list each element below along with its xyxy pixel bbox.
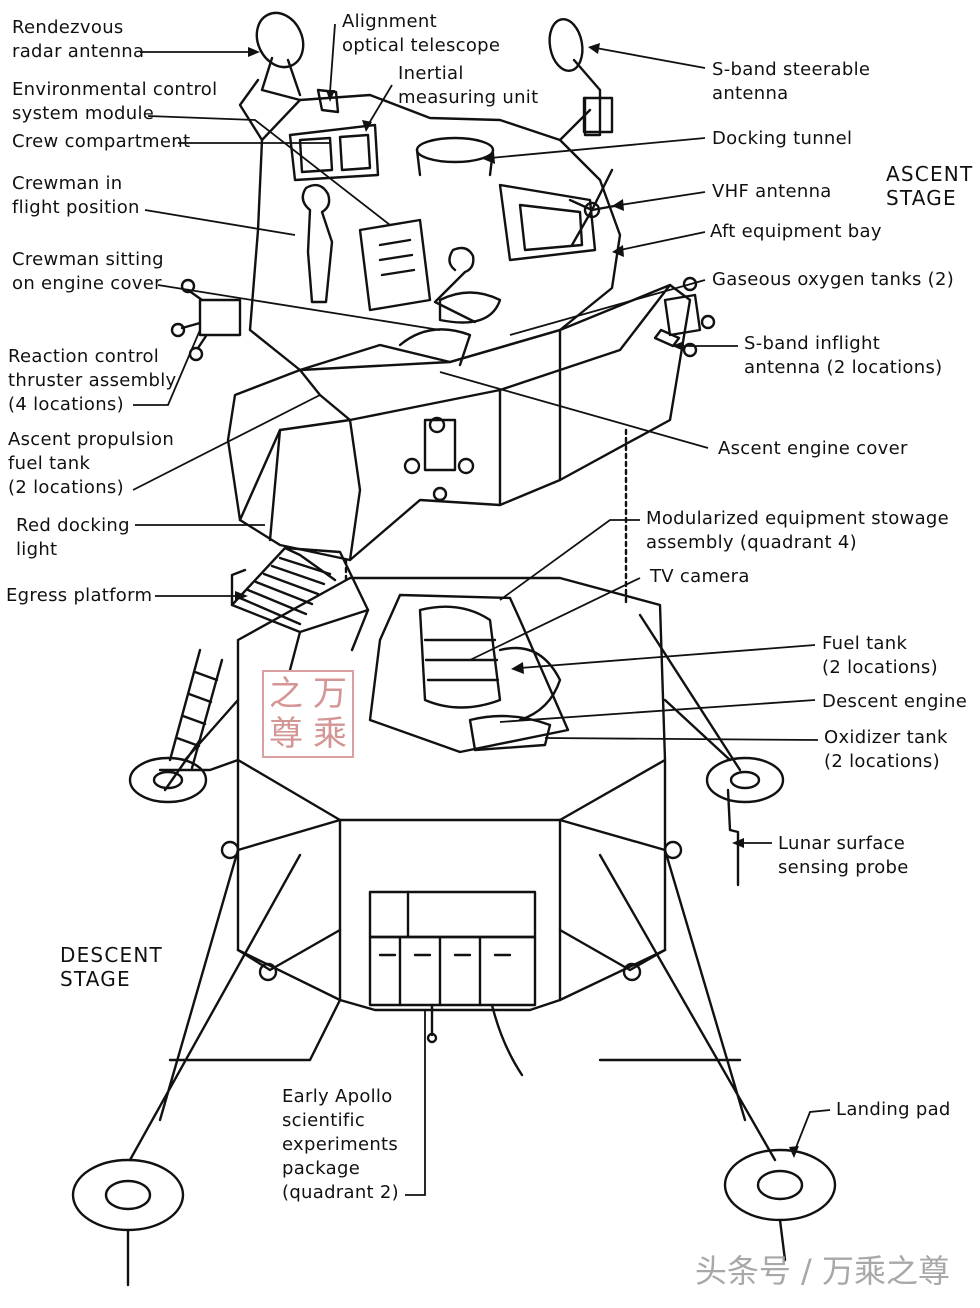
- egress-platform-shape: [230, 546, 370, 672]
- ascent-cabin-outline: [248, 93, 622, 372]
- label-descent-stage: DESCENT STAGE: [60, 943, 163, 991]
- stamp-char: 乘: [313, 714, 347, 754]
- label-docking-tunnel: Docking tunnel: [712, 128, 853, 149]
- rcs-thruster-front: [403, 416, 475, 502]
- stamp-char: 之: [269, 674, 303, 714]
- label-egress-platform: Egress platform: [6, 585, 153, 606]
- label-crewman-flight: Crewman in flight position: [12, 173, 140, 218]
- leader-aft-bay: [619, 231, 706, 251]
- label-crewman-sitting: Crewman sitting on engine cover: [12, 249, 164, 294]
- stamp-char: 万: [313, 674, 347, 714]
- leader-engine-cover: [439, 371, 709, 449]
- label-rendezvous-radar: Rendezvous radar antenna: [12, 17, 145, 62]
- leader-tv: [469, 577, 641, 661]
- leader-landing-pad: [794, 1109, 831, 1151]
- label-tv-camera: TV camera: [650, 566, 750, 587]
- rendezvous-radar-dish: [238, 11, 305, 142]
- label-sband-inflight: S-band inflight antenna (2 locations): [744, 333, 943, 378]
- leader-ecs: [147, 115, 391, 226]
- landing-leg-left-rear: [128, 698, 240, 804]
- label-sband-steerable: S-band steerable antenna: [712, 59, 871, 104]
- label-red-docking-light: Red docking light: [16, 515, 130, 560]
- label-vhf-antenna: VHF antenna: [712, 181, 832, 202]
- watermark: 头条号 / 万乘之尊: [694, 1252, 950, 1290]
- leader-oxidizer: [544, 737, 819, 741]
- descent-cutaway: [368, 593, 570, 754]
- label-ascent-fuel-tank: Ascent propulsion fuel tank (2 locations…: [8, 429, 175, 498]
- leader-descent-engine: [499, 699, 816, 723]
- easep-box: [368, 890, 537, 1077]
- leader-docking-tunnel: [489, 137, 706, 159]
- label-ecs-module: Environmental control system module: [12, 79, 218, 124]
- leader-sband-steerable: [595, 47, 706, 69]
- leader-easep: [405, 1010, 426, 1196]
- leader-fuel-tank: [132, 394, 321, 491]
- ladder: [168, 648, 224, 770]
- leader-crewman-flight: [144, 209, 296, 236]
- sensing-probe: [726, 788, 740, 887]
- vhf-antenna-shape: [568, 168, 622, 247]
- leader-gox: [509, 279, 706, 336]
- sband-steerable-dish: [548, 18, 614, 142]
- crewman-figure-1: [301, 183, 334, 304]
- label-aft-equipment-bay: Aft equipment bay: [710, 221, 882, 242]
- crewman-figure-2: [433, 246, 477, 324]
- label-ascent-stage: ASCENT STAGE: [886, 162, 974, 210]
- leader-alignment: [329, 23, 336, 93]
- docking-tunnel-shape: [415, 136, 495, 164]
- label-alignment-telescope: Alignment optical telescope: [342, 11, 501, 56]
- cabin-window-frame: [288, 123, 380, 182]
- leader-inertial: [367, 84, 393, 126]
- rcs-thruster-left: [170, 278, 242, 362]
- label-crew-compartment: Crew compartment: [12, 131, 191, 152]
- label-meqsa: Modularized equipment stowage assembly (…: [646, 508, 950, 553]
- rcs-thruster-right: [663, 276, 716, 358]
- leader-fuel: [519, 644, 816, 669]
- label-rcs-thruster: Reaction control thruster assembly (4 lo…: [8, 346, 177, 415]
- leader-rcs: [133, 329, 201, 406]
- label-lunar-probe: Lunar surface sensing probe: [778, 833, 909, 878]
- stamp-char: 尊: [269, 714, 303, 754]
- label-oxidizer-tank: Oxidizer tank (2 locations): [824, 727, 948, 772]
- label-inertial-unit: Inertial measuring unit: [398, 63, 539, 108]
- label-fuel-tank: Fuel tank (2 locations): [822, 633, 938, 678]
- leader-vhf: [619, 191, 706, 206]
- label-easep: Early Apollo scientific experiments pack…: [282, 1086, 400, 1203]
- landing-leg-right-front: [598, 848, 837, 1262]
- label-ascent-engine-cover: Ascent engine cover: [718, 438, 908, 459]
- leader-crewman-sitting: [157, 284, 441, 331]
- label-landing-pad: Landing pad: [836, 1099, 951, 1120]
- landing-leg-left-front: [71, 758, 342, 1287]
- label-gox-tanks: Gaseous oxygen tanks (2): [712, 269, 955, 290]
- label-descent-engine: Descent engine: [822, 691, 968, 712]
- seal-stamp: 之 万 尊 乘: [262, 670, 354, 758]
- leader-meqsa: [499, 519, 640, 601]
